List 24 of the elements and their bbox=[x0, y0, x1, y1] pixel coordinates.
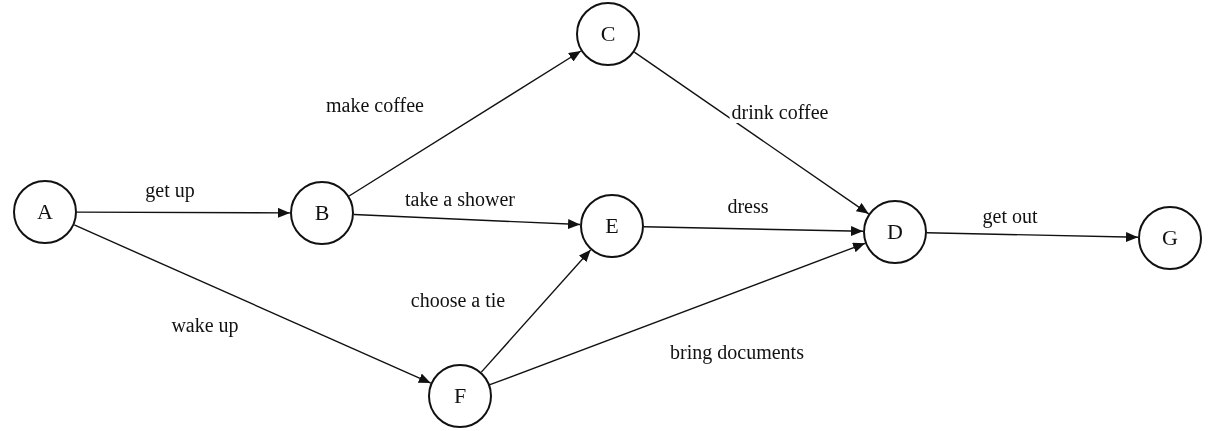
node-label: D bbox=[887, 219, 903, 245]
node-label: G bbox=[1162, 225, 1178, 251]
arrow bbox=[76, 207, 291, 218]
arrow bbox=[633, 51, 870, 215]
arrow bbox=[489, 242, 866, 386]
arrow bbox=[73, 224, 432, 384]
circle-node bbox=[13, 180, 77, 244]
circle-node bbox=[428, 364, 492, 428]
circle-node bbox=[580, 194, 644, 258]
node-label: B bbox=[314, 200, 330, 226]
node-label: E bbox=[605, 213, 619, 239]
node-label: C bbox=[600, 21, 616, 47]
edge-label: drink coffee bbox=[729, 101, 831, 123]
circle-node bbox=[863, 200, 927, 264]
node-label: F bbox=[453, 383, 467, 409]
circle-node bbox=[290, 181, 354, 245]
arrow bbox=[926, 232, 1139, 243]
node-label: A bbox=[37, 199, 53, 225]
arrow bbox=[348, 50, 582, 197]
arrow bbox=[353, 213, 581, 229]
arrow bbox=[643, 226, 864, 237]
arrow bbox=[480, 249, 592, 373]
circle-node bbox=[1138, 206, 1202, 270]
circle-node bbox=[576, 2, 640, 66]
